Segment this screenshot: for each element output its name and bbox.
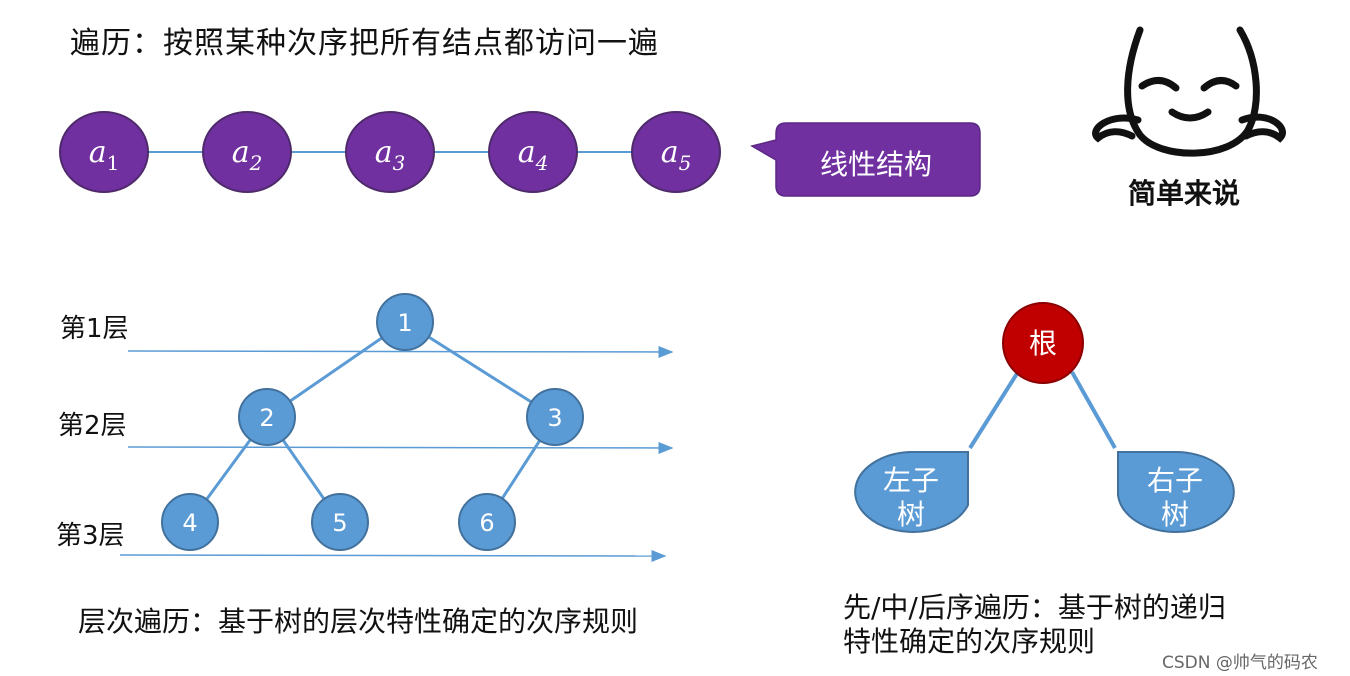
svg-text:a5: a5 — [661, 135, 692, 175]
level-label-2: 第2层 — [58, 411, 127, 441]
linear-structure: a1 a2 a3 a4 a5 — [59, 111, 981, 197]
meme-caption: 简单来说 — [1128, 177, 1241, 210]
linear-node-sub: 5 — [679, 151, 692, 175]
level-tree: 1 2 3 4 5 6 — [119, 293, 674, 562]
level-label-1: 第1层 — [60, 314, 129, 344]
tree-node-label: 3 — [547, 404, 562, 432]
linear-node-2: a2 — [202, 111, 292, 193]
tree-node-1: 1 — [376, 293, 434, 351]
right-subtree-shape — [1117, 450, 1235, 533]
left-subtree-label-1: 左子 — [883, 464, 939, 497]
level-arrow-3 — [119, 549, 667, 562]
tree-node-label: 2 — [259, 404, 274, 432]
recursive-tree: 根 左子 树 右子 树 — [854, 302, 1235, 533]
tree-node-label: 4 — [182, 509, 197, 537]
tree-node-4: 4 — [161, 493, 219, 551]
linear-node-base: a — [232, 135, 250, 170]
tree-node-5: 5 — [311, 493, 369, 551]
recursive-caption-line-1: 先/中/后序遍历：基于树的递归 — [843, 591, 1226, 624]
tree-node-label: 5 — [332, 509, 347, 537]
linear-node-3: a3 — [345, 111, 435, 193]
linear-node-sub: 4 — [535, 151, 549, 175]
linear-callout-label: 线性结构 — [820, 148, 933, 181]
svg-text:a2: a2 — [232, 135, 263, 175]
linear-node-base: a — [661, 135, 679, 170]
linear-node-base: a — [375, 135, 393, 170]
linear-node-1: a1 — [59, 111, 149, 193]
tree-node-label: 6 — [479, 509, 494, 537]
right-subtree-label-1: 右子 — [1147, 464, 1203, 497]
level-label-3: 第3层 — [56, 521, 125, 551]
linear-callout-shape — [750, 122, 981, 197]
tree-node-3: 3 — [526, 388, 584, 446]
recursive-edge-right — [1070, 371, 1117, 449]
linear-node-sub: 2 — [249, 151, 263, 175]
root-label: 根 — [1029, 327, 1057, 360]
linear-node-sub: 3 — [393, 151, 406, 175]
root-node — [1002, 302, 1084, 384]
tree-node-2: 2 — [238, 388, 296, 446]
recursive-caption-line-2: 特性确定的次序规则 — [843, 625, 1096, 658]
svg-text:a3: a3 — [375, 135, 406, 175]
linear-node-base: a — [518, 135, 536, 170]
meme-face — [1092, 26, 1286, 157]
linear-node-sub: 1 — [107, 151, 120, 175]
recursive-edge-left — [968, 370, 1020, 450]
credit-text: CSDN @帅气的码农 — [1162, 653, 1318, 673]
right-subtree-label-2: 树 — [1161, 498, 1189, 531]
tree-edge — [404, 320, 556, 419]
left-subtree-label-2: 树 — [897, 498, 925, 531]
svg-text:a1: a1 — [89, 135, 120, 175]
level-arrow-1 — [127, 345, 674, 358]
linear-node-4: a4 — [488, 111, 578, 193]
svg-text:a4: a4 — [518, 135, 549, 175]
level-traversal-caption: 层次遍历：基于树的层次特性确定的次序规则 — [78, 605, 639, 638]
tree-node-label: 1 — [397, 309, 412, 337]
page-title: 遍历：按照某种次序把所有结点都访问一遍 — [70, 26, 659, 61]
linear-node-5: a5 — [631, 111, 721, 193]
level-arrow-2 — [127, 441, 674, 454]
tree-node-6: 6 — [458, 493, 516, 551]
linear-node-base: a — [89, 135, 107, 170]
left-subtree-shape — [854, 451, 969, 533]
